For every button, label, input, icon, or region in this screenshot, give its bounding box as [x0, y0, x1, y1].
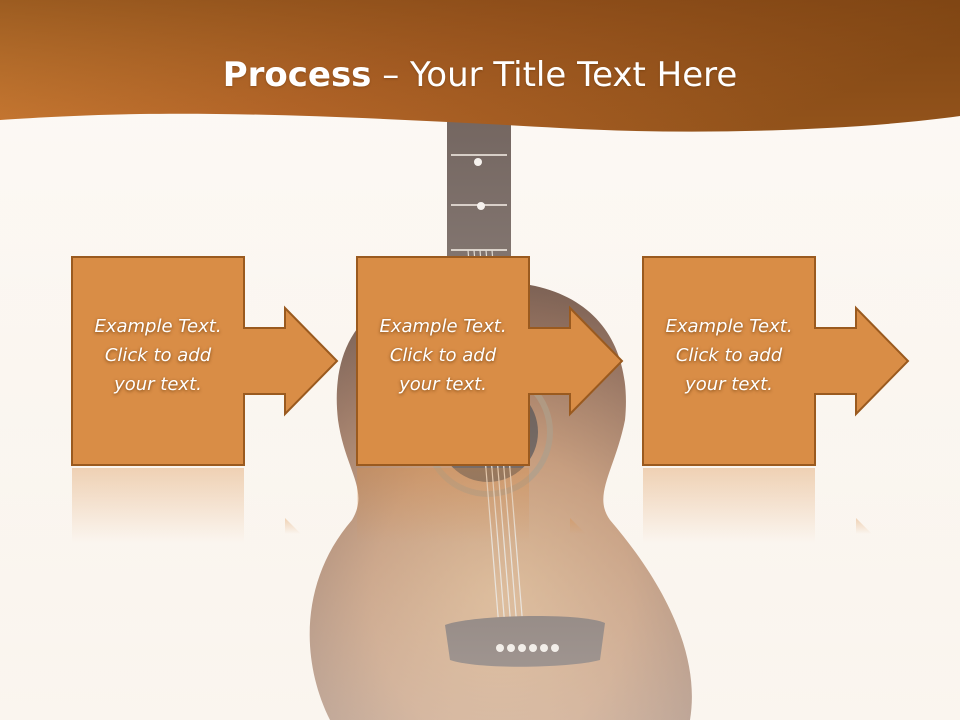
step-text-line: Click to add [389, 345, 497, 366]
title-rest: – Your Title Text Here [371, 55, 738, 95]
step-text-line: Example Text. [94, 316, 222, 337]
step-text-line: Example Text. [665, 316, 793, 337]
step-reflection [357, 468, 586, 543]
step-reflection [643, 468, 872, 543]
step-reflection [72, 468, 301, 543]
step-shape [71, 256, 339, 466]
title-bold: Process [222, 55, 372, 95]
step-text-line: Click to add [104, 345, 212, 366]
step-text-line: your text. [685, 374, 773, 395]
step-shape [642, 256, 910, 466]
step-text[interactable]: Example Text. Click to add your text. [644, 312, 814, 399]
header-band [0, 0, 960, 132]
step-text[interactable]: Example Text. Click to add your text. [73, 312, 243, 399]
step-text-line: Example Text. [379, 316, 507, 337]
step-text[interactable]: Example Text. Click to add your text. [358, 312, 528, 399]
step-text-line: Click to add [675, 345, 783, 366]
step-shape [356, 256, 624, 466]
page-title: Process – Your Title Text Here [0, 52, 960, 98]
process-step-3[interactable]: Example Text. Click to add your text. [642, 256, 920, 466]
process-step-2[interactable]: Example Text. Click to add your text. [356, 256, 634, 466]
step-text-line: your text. [399, 374, 487, 395]
process-step-1[interactable]: Example Text. Click to add your text. [71, 256, 349, 466]
step-text-line: your text. [114, 374, 202, 395]
